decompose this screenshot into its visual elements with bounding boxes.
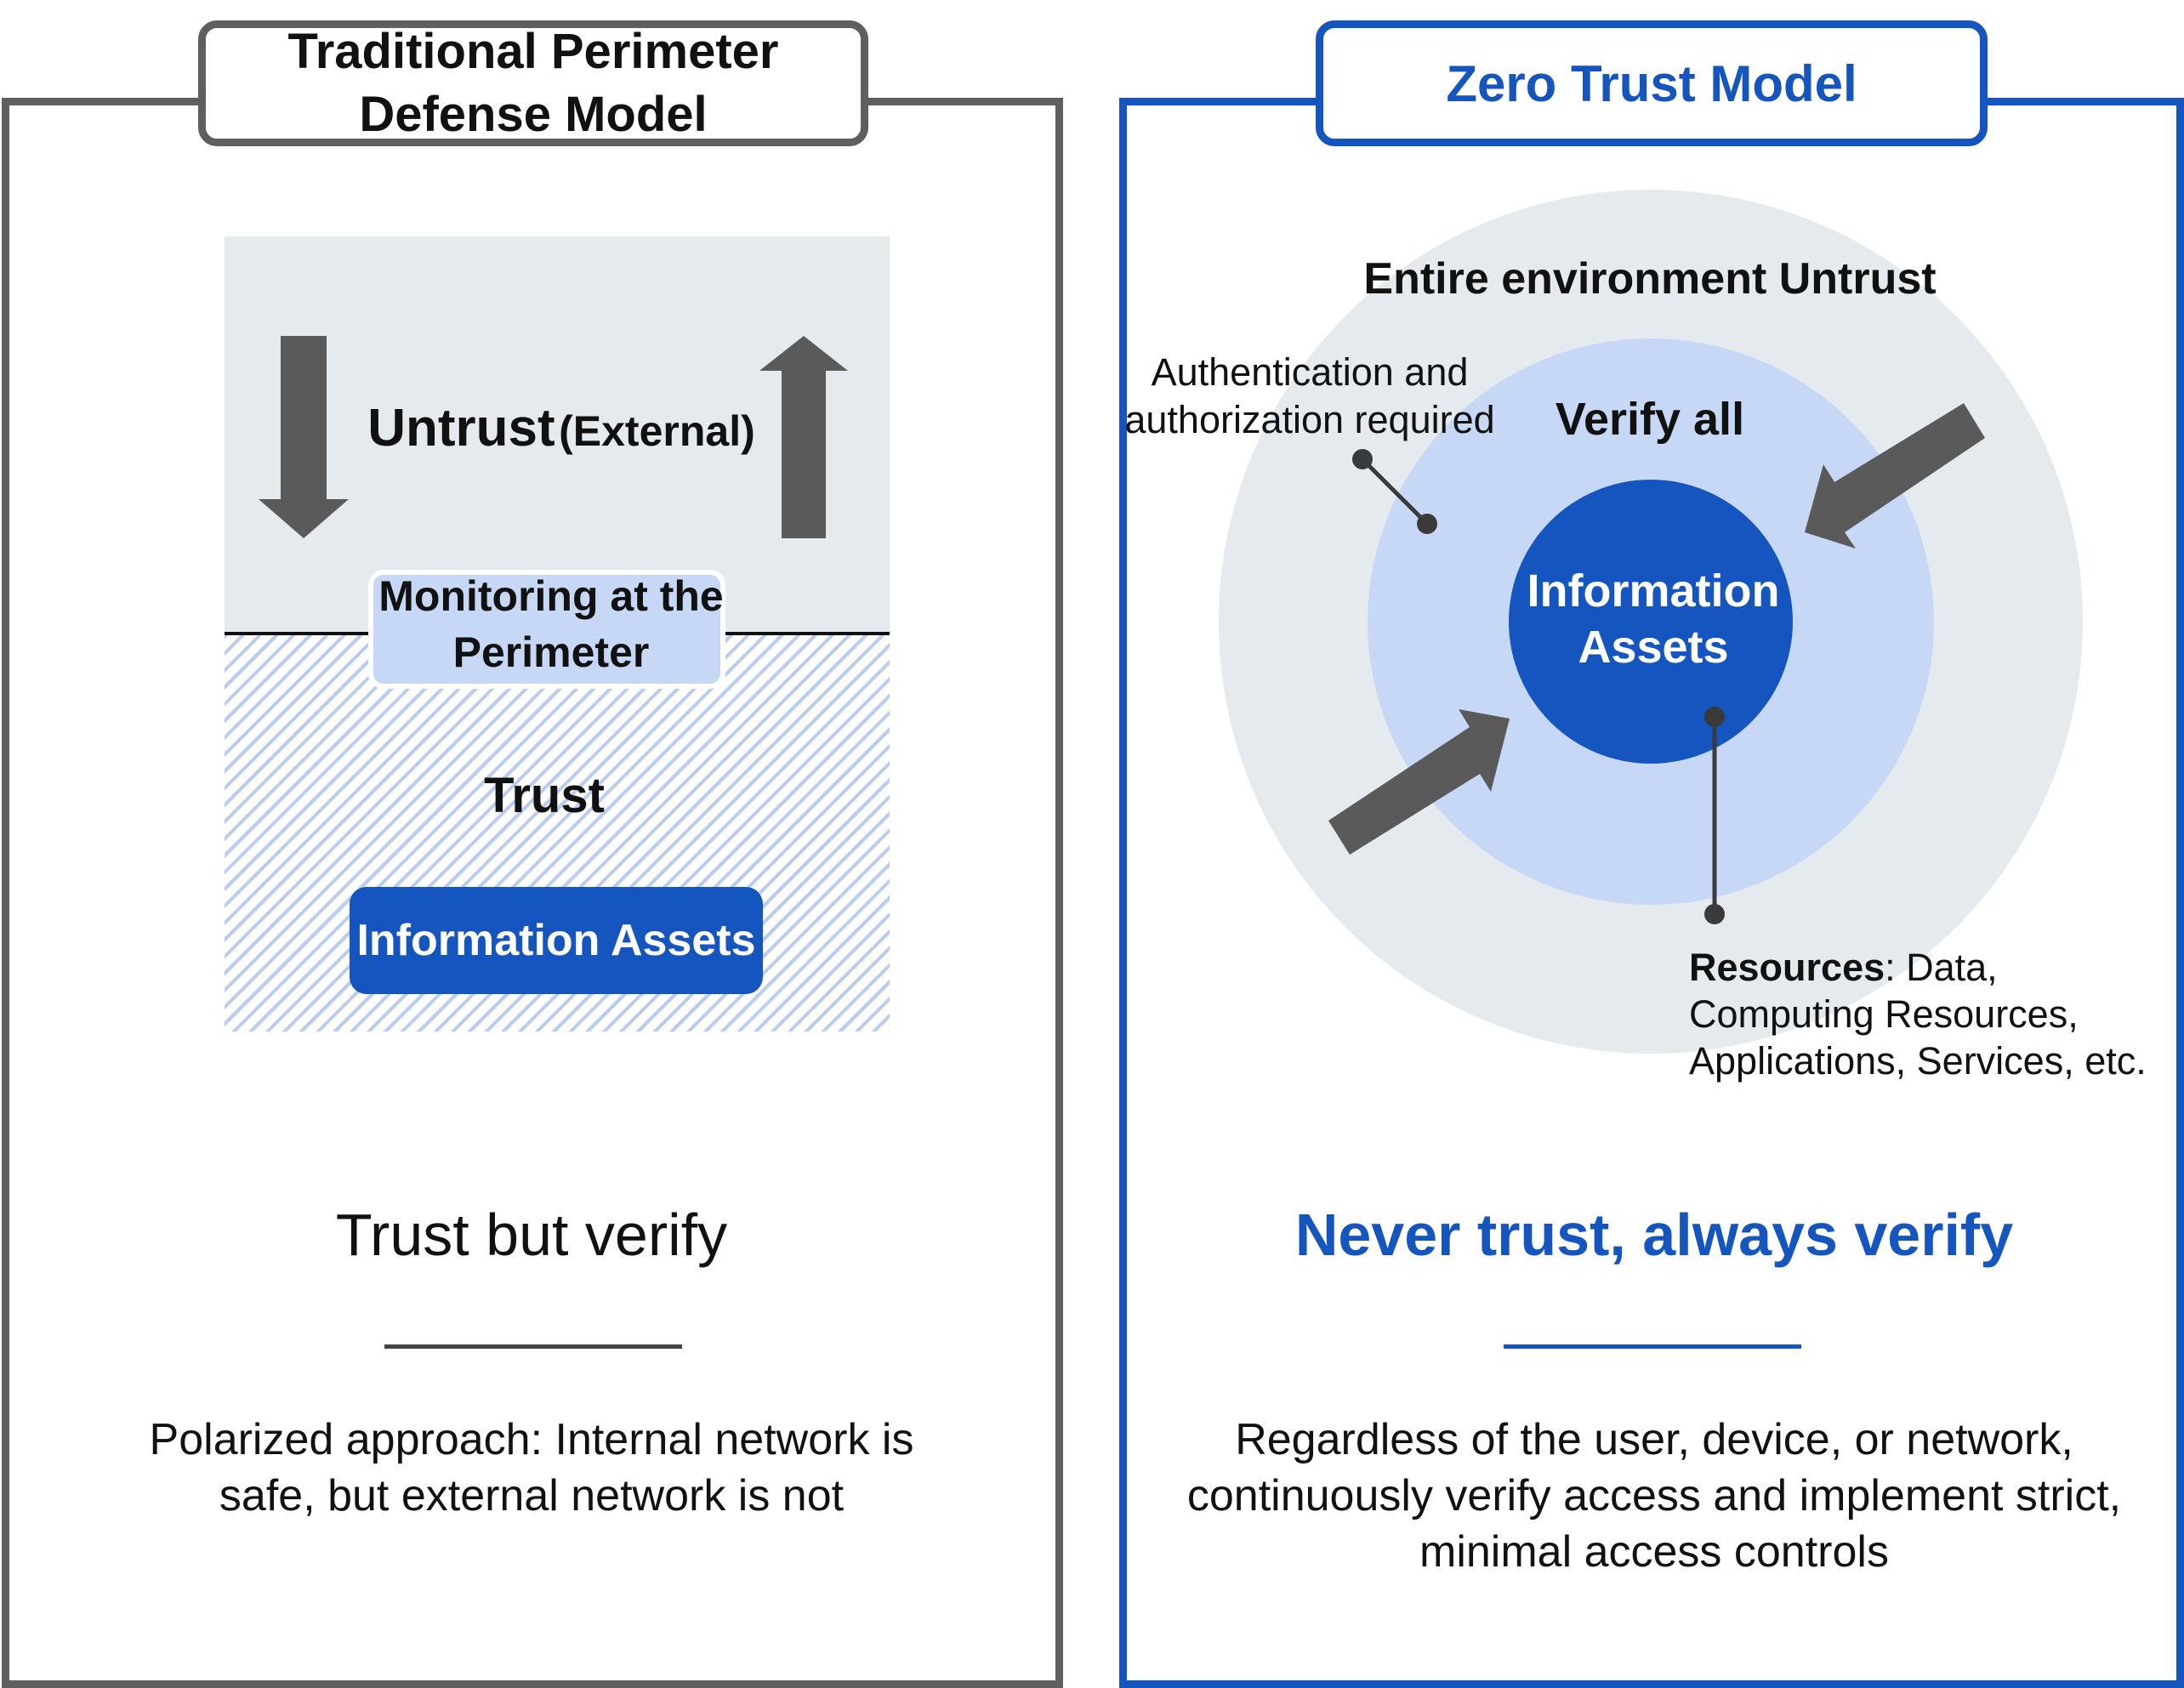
verify-all-label: Verify all	[1555, 394, 1745, 445]
arrow-up-icon	[759, 336, 848, 538]
information-assets-box: Information Assets	[350, 887, 763, 994]
trust-label: Trust	[484, 768, 605, 823]
auth-callout-dot-end	[1417, 514, 1437, 534]
arrow-inward-icon	[1805, 403, 1985, 548]
traditional-slogan: Trust but verify	[335, 1202, 728, 1268]
zero-trust-slogan: Never trust, always verify	[1294, 1202, 2014, 1268]
resources-heading: Resources	[1689, 946, 1885, 989]
auth-callout-dot-start	[1352, 449, 1373, 469]
resources-detail: : Data, Computing Resources, Application…	[1689, 946, 2147, 1083]
auth-required-note: Authentication and authorization require…	[1124, 350, 1495, 441]
auth-callout-line	[1361, 458, 1429, 526]
information-assets-core	[1509, 480, 1793, 764]
traditional-divider	[384, 1344, 682, 1349]
untrust-word: Untrust	[367, 399, 555, 458]
untrust-qualifier: (External)	[559, 407, 755, 455]
perimeter-monitor-box	[368, 570, 725, 689]
arrow-inward-icon	[1328, 709, 1510, 855]
arrow-down-icon	[259, 336, 349, 538]
zero-trust-description: Regardless of the user, device, or netwo…	[1186, 1415, 2122, 1577]
untrust-label: Untrust (External)	[323, 398, 799, 458]
resources-note: Resources: Data, Computing Resources, Ap…	[1689, 944, 2165, 1084]
resources-callout-dot-start	[1704, 707, 1725, 727]
zero-trust-title: Zero Trust Model	[1316, 20, 1988, 146]
core-assets-label: Information Assets	[1527, 566, 1780, 673]
zero-trust-divider	[1504, 1344, 1801, 1349]
information-assets-label: Information Assets	[356, 916, 756, 965]
monitoring-label: Monitoring at the Perimeter	[378, 572, 724, 676]
traditional-model-title: Traditional Perimeter Defense Model	[198, 20, 868, 146]
environment-untrust-label: Entire environment Untrust	[1363, 254, 1937, 304]
traditional-description: Polarized approach: Internal network is …	[149, 1415, 914, 1520]
resources-callout-dot-end	[1704, 904, 1725, 924]
untrust-zone	[225, 236, 890, 634]
